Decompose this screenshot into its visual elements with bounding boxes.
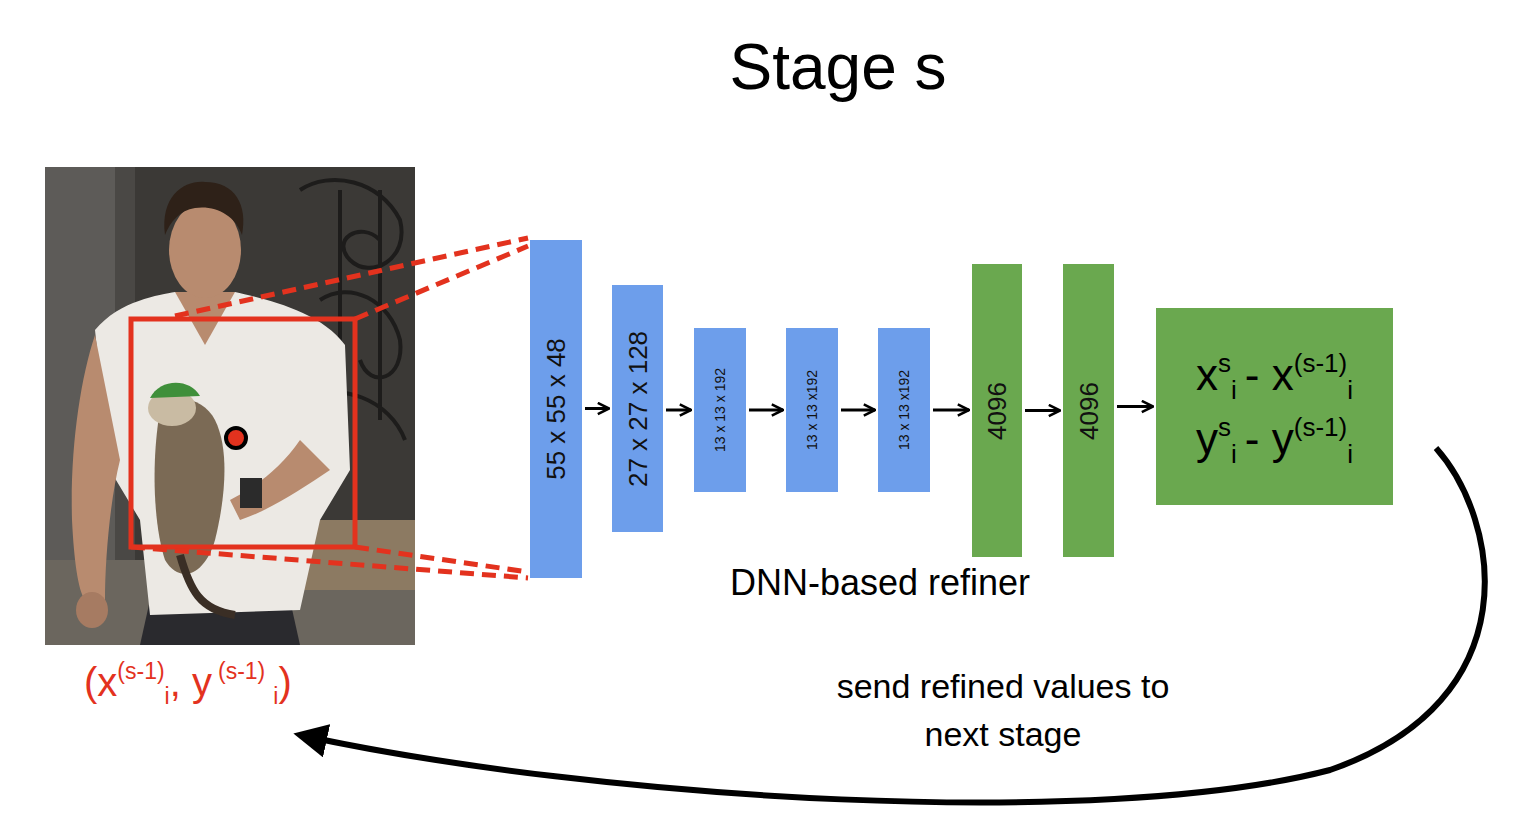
layer-size: 13 x 13 x 192	[712, 368, 728, 452]
flow-arrow	[585, 407, 609, 410]
output-box: xsi- x(s-1)iysi- y(s-1)i	[1156, 308, 1393, 505]
crop-marker	[131, 319, 355, 547]
zoom-line	[175, 238, 528, 316]
layer-block: 27 x 27 x 128	[612, 285, 663, 532]
joint-dot	[226, 428, 246, 448]
zoom-line	[131, 547, 528, 578]
flow-arrow	[666, 409, 691, 412]
layer-size: 55 x 55 x 48	[541, 338, 572, 480]
formula-part: y	[1196, 414, 1218, 464]
flow-arrow	[841, 409, 875, 412]
flow-arrow	[1117, 405, 1153, 408]
coordinate-part: i	[273, 683, 278, 710]
left-arm	[72, 335, 120, 600]
formula-part: - x	[1245, 350, 1294, 400]
coordinate-part: )	[278, 660, 291, 705]
layer-block: 4096	[972, 264, 1022, 557]
layer-block: 13 x 13 x192	[878, 328, 930, 492]
formula-part: i	[1347, 375, 1353, 406]
hair	[164, 182, 243, 235]
zoom-line	[355, 246, 528, 319]
layer-size: 27 x 27 x 128	[622, 330, 653, 486]
formula-part: s	[1218, 412, 1231, 443]
network-caption: DNN-based refiner	[660, 562, 1100, 604]
coordinate-part: , y	[170, 660, 212, 705]
photo-ground	[45, 167, 415, 645]
feedback-note: send refined values to next stage	[828, 662, 1178, 758]
zoom-line	[355, 547, 528, 572]
formula-part: i	[1231, 439, 1237, 470]
coordinate-part: (s-1)	[218, 658, 265, 685]
formula-part: i	[1231, 375, 1237, 406]
formula-part: (s-1)	[1294, 412, 1347, 443]
layer-block: 4096	[1063, 264, 1114, 557]
layer-size: 13 x 13 x192	[804, 370, 820, 450]
layer-size: 13 x 13 x192	[896, 370, 912, 450]
layer-block: 55 x 55 x 48	[530, 240, 582, 578]
crop-box	[131, 319, 355, 547]
photo	[45, 167, 415, 645]
formula-part: (s-1)	[1294, 348, 1347, 379]
hand	[76, 592, 108, 628]
formula-part: i	[1347, 439, 1353, 470]
coordinate-part: (x	[84, 660, 117, 705]
zoom-lines	[131, 238, 528, 578]
ferret-hat	[150, 383, 200, 398]
flow-arrow	[1025, 409, 1060, 412]
drawing-part	[378, 190, 382, 420]
layer-block: 13 x 13 x192	[786, 328, 838, 492]
right-forearm	[230, 440, 330, 520]
drawing-part	[300, 180, 402, 268]
diagram-title: Stage s	[538, 30, 1138, 104]
formula-part: s	[1218, 348, 1231, 379]
layer-size: 4096	[982, 382, 1013, 440]
formula-line: xsi- x(s-1)i	[1196, 350, 1353, 400]
coordinate-part: i	[165, 683, 170, 710]
layer-size: 4096	[1073, 382, 1104, 440]
flow-arrow	[933, 409, 969, 412]
formula-part: x	[1196, 350, 1218, 400]
coordinate-label: (x(s-1)i, y(s-1)i)	[84, 660, 292, 705]
flow-arrow	[749, 409, 783, 412]
layer-block: 13 x 13 x 192	[694, 328, 746, 492]
watch	[240, 478, 262, 508]
coordinate-part: (s-1)	[117, 658, 164, 685]
formula-part: - y	[1245, 414, 1294, 464]
ferret-tail	[180, 555, 235, 615]
formula-line: ysi- y(s-1)i	[1196, 414, 1353, 464]
